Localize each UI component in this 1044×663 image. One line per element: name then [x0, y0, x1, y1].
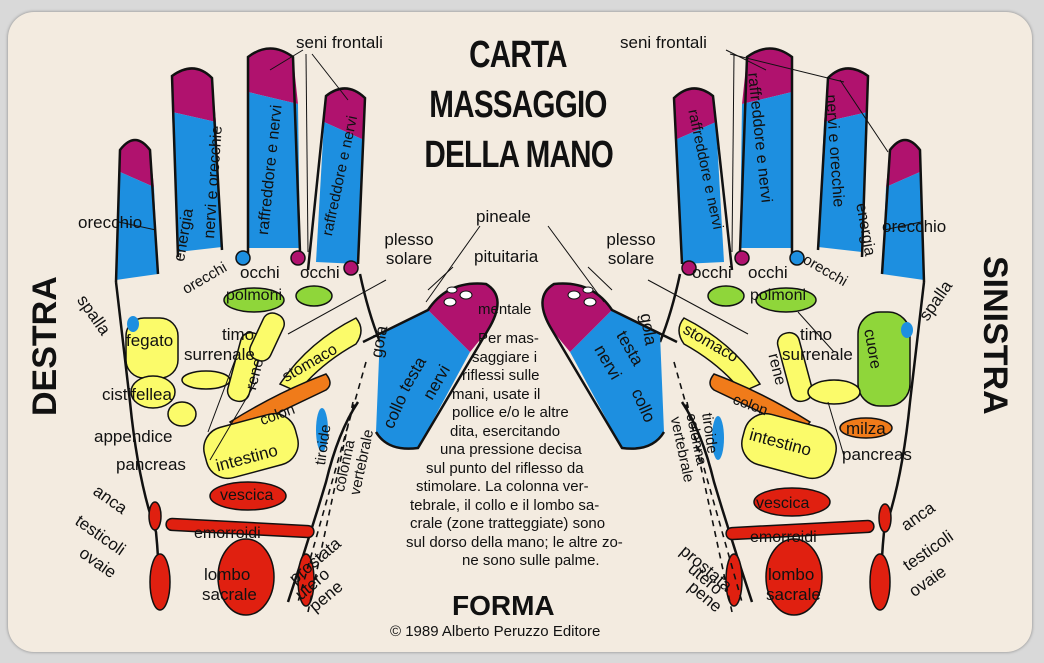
label-right-plesso: plesso solare: [606, 230, 656, 268]
label-right-occhi-2: occhi: [748, 263, 788, 282]
label-left-orecchio: orecchio: [78, 213, 143, 232]
instructions-line: sul dorso della mano; le altre zo-: [406, 533, 623, 551]
label-right-sacrale: sacrale: [766, 585, 821, 604]
instructions-line: riflessi sulle: [462, 367, 540, 384]
label-right-occhi-1: occhi: [692, 263, 732, 282]
instructions-line: una pressione decisa: [440, 441, 582, 458]
left-hand: [541, 47, 926, 616]
footer-title: FORMA: [452, 590, 555, 621]
instructions-line: Per mas-: [478, 330, 539, 347]
label-left-emorroidi: emorroidi: [194, 525, 261, 542]
instructions-line: stimolare. La colonna ver-: [416, 478, 589, 495]
side-label-destra: DESTRA: [26, 276, 64, 416]
instructions-line: pollice e/o le altre: [452, 404, 569, 421]
left-fingers: [114, 47, 367, 283]
left-organs: [125, 285, 367, 616]
instructions-text: Per mas- saggiare i riflessi sulle mani,…: [406, 330, 636, 571]
instructions-line: saggiare i: [472, 348, 538, 366]
label-left-occhi-1: occhi: [240, 263, 280, 282]
side-label-sinistra: SINISTRA: [976, 256, 1014, 415]
label-left-fegato: fegato: [126, 331, 174, 350]
label-pineale: pineale: [476, 207, 531, 226]
title-line-2: MASSAGGIO: [429, 84, 607, 126]
instructions-line: ne sono sulle palme.: [462, 552, 600, 569]
right-hand: [114, 47, 499, 616]
label-left-polmoni: polmoni: [226, 287, 283, 304]
label-mentale: mentale: [478, 301, 532, 318]
label-left-lombo: lombo: [204, 565, 251, 584]
label-left-seni-frontali: seni frontali: [296, 33, 383, 52]
label-right-vescica: vescica: [756, 495, 810, 512]
label-left-cistifellea: cistifellea: [102, 385, 172, 404]
instructions-line: mani, usate il: [452, 385, 541, 403]
label-right-milza: milza: [846, 419, 886, 438]
label-right-seni-frontali: seni frontali: [620, 33, 707, 52]
label-right-emorroidi: emorroidi: [750, 529, 817, 546]
instructions-line: sul punto del riflesso da: [426, 459, 584, 477]
reflexology-card: .o{stroke:#111;stroke-width:2.5;fill:non…: [8, 12, 1032, 652]
label-right-surrenale: surrenale: [782, 345, 853, 364]
title-line-1: CARTA: [469, 34, 567, 76]
label-left-plesso: plesso solare: [384, 230, 434, 268]
label-left-appendice: appendice: [94, 427, 173, 446]
right-fingers: [672, 47, 926, 283]
label-left-occhi-2: occhi: [300, 263, 340, 282]
label-left-vescica: vescica: [220, 487, 274, 504]
label-left-timo: timo: [222, 325, 255, 344]
hands-illustration: .o{stroke:#111;stroke-width:2.5;fill:non…: [114, 47, 926, 616]
copyright: © 1989 Alberto Peruzzo Editore: [390, 623, 601, 640]
left-thumb: [362, 282, 499, 450]
right-thumb: [541, 282, 678, 450]
title-line-3: DELLA MANO: [424, 134, 614, 176]
label-right-lombo: lombo: [768, 565, 815, 584]
label-left-sacrale: sacrale: [202, 585, 257, 604]
right-organs: [673, 285, 913, 616]
label-pituitaria: pituitaria: [474, 247, 539, 266]
label-left-surrenale: surrenale: [184, 345, 255, 364]
instructions-line: crale (zone tratteggiate) sono: [410, 515, 606, 532]
instructions-line: tebrale, il collo e il lombo sa-: [410, 496, 600, 514]
label-right-orecchio: orecchio: [882, 217, 947, 236]
leader-lines: [207, 49, 889, 461]
label-left-pancreas: pancreas: [116, 455, 186, 474]
label-right-timo: timo: [800, 325, 833, 344]
instructions-line: dita, esercitando: [450, 422, 561, 440]
label-right-pancreas: pancreas: [842, 445, 912, 464]
label-right-polmoni: polmoni: [750, 287, 807, 304]
